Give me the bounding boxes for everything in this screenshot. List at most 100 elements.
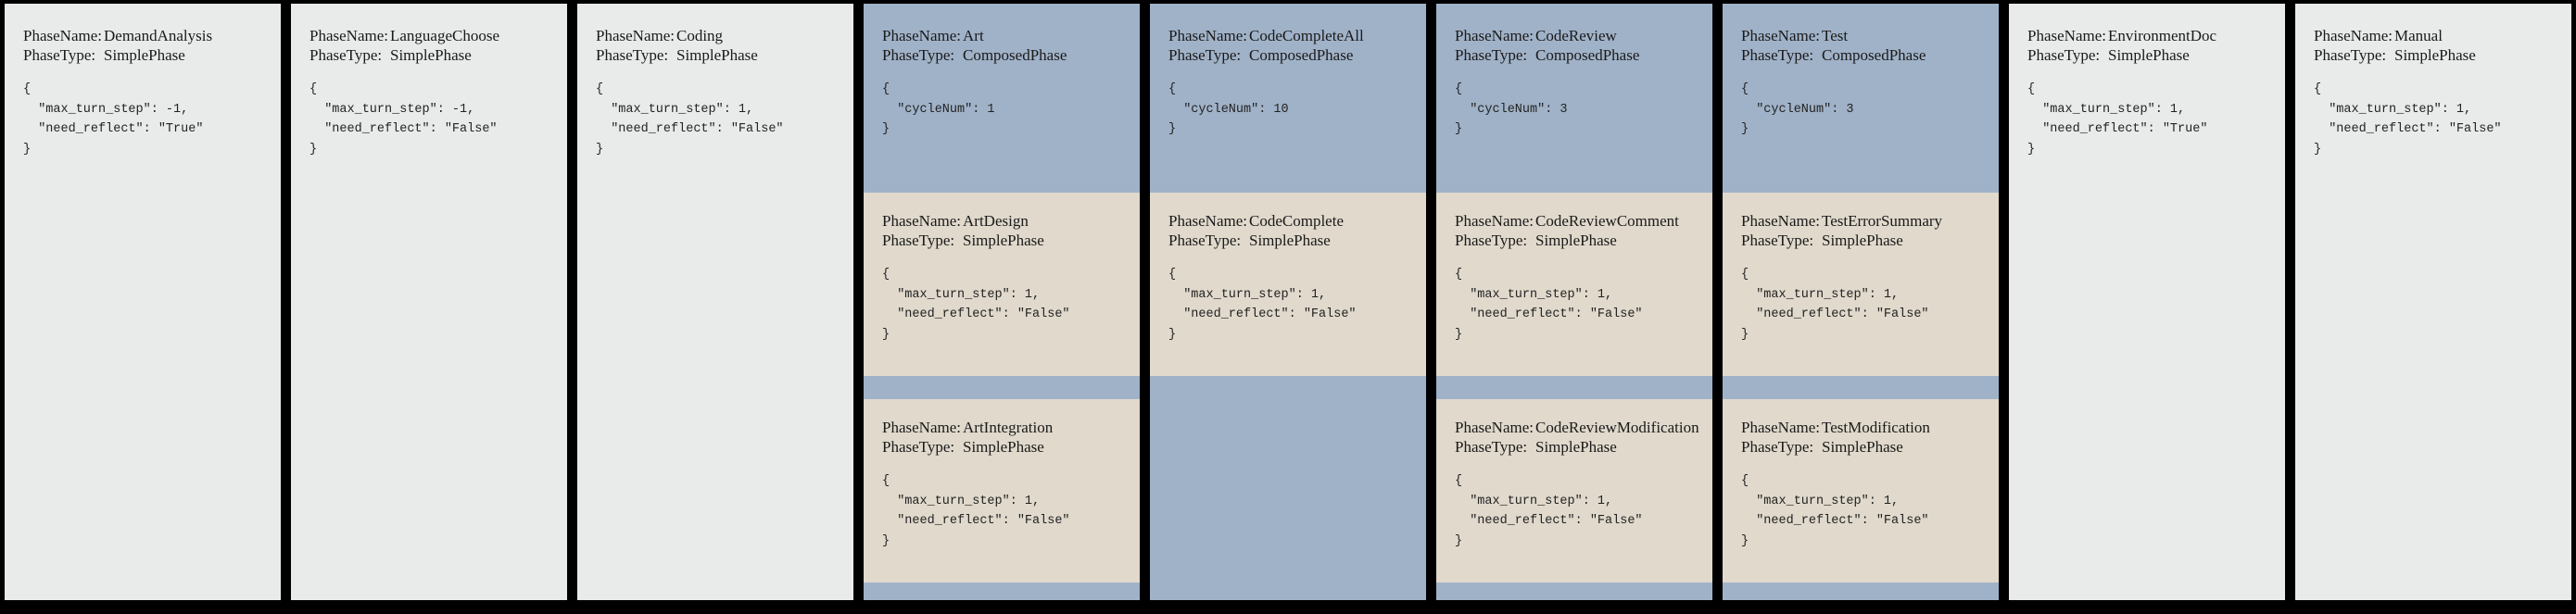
phase-column-coding: PhaseName:Coding PhaseType: SimplePhase {…: [577, 4, 853, 600]
phase-config: { "max_turn_step": 1, "need_reflect": "T…: [2027, 82, 2208, 157]
phase-name-label: PhaseName:: [1168, 27, 1247, 44]
phase-type-value: SimplePhase: [963, 438, 1044, 456]
phase-type-value: SimplePhase: [1535, 232, 1617, 249]
phase-card-coding: PhaseName:Coding PhaseType: SimplePhase {…: [577, 4, 853, 159]
phase-config: { "max_turn_step": 1, "need_reflect": "F…: [596, 82, 784, 157]
phase-name-value: Coding: [676, 27, 724, 44]
phase-type-value: SimplePhase: [2108, 46, 2190, 64]
phase-type-label: PhaseType:: [596, 46, 669, 64]
phase-name-label: PhaseName:: [1455, 212, 1534, 230]
phase-card-languagechoose: PhaseName:LanguageChoose PhaseType: Simpl…: [291, 4, 567, 159]
phase-config: { "max_turn_step": 1, "need_reflect": "F…: [1455, 268, 1643, 342]
phase-config: { "max_turn_step": 1, "need_reflect": "F…: [2314, 82, 2502, 157]
phase-name-label: PhaseName:: [596, 27, 675, 44]
phase-type-label: PhaseType:: [882, 46, 955, 64]
phase-card-codecompleteall: PhaseName:CodeCompleteAll PhaseType:Comp…: [1150, 4, 1426, 193]
phase-card-demandanalysis: PhaseName:DemandAnalysis PhaseType: Simpl…: [5, 4, 281, 159]
phase-name-value: CodeReviewComment: [1535, 212, 1679, 230]
phase-card-codereviewmodification: PhaseName:CodeReviewModification PhaseTy…: [1436, 399, 1712, 583]
phase-column-demandanalysis: PhaseName:DemandAnalysis PhaseType: Simpl…: [5, 4, 281, 600]
phase-name-value: Art: [963, 27, 984, 44]
phase-name-value: Manual: [2394, 27, 2443, 44]
phase-type-label: PhaseType:: [882, 438, 955, 456]
phase-column-codereview: PhaseName:CodeReview PhaseType:ComposedP…: [1436, 4, 1712, 600]
phase-name-label: PhaseName:: [1741, 27, 1820, 44]
phase-name-value: ArtDesign: [963, 212, 1029, 230]
phase-name-value: CodeComplete: [1249, 212, 1344, 230]
phase-type-value: SimplePhase: [1822, 438, 1903, 456]
phase-card-codereviewcomment: PhaseName:CodeReviewComment PhaseType: Si…: [1436, 193, 1712, 376]
phase-type-label: PhaseType:: [1455, 232, 1528, 249]
phase-card-testmodification: PhaseName:TestModification PhaseType: Sim…: [1723, 399, 1999, 583]
phase-config: { "max_turn_step": 1, "need_reflect": "F…: [1741, 268, 1929, 342]
phase-type-value: ComposedPhase: [963, 46, 1067, 64]
phase-type-label: PhaseType:: [1741, 438, 1814, 456]
phase-config: { "max_turn_step": 1, "need_reflect": "F…: [882, 474, 1070, 548]
phase-name-label: PhaseName:: [1741, 419, 1820, 436]
phase-name-label: PhaseName:: [882, 419, 961, 436]
phase-card-codecomplete: PhaseName:CodeComplete PhaseType: SimpleP…: [1150, 193, 1426, 376]
phase-type-value: SimplePhase: [390, 46, 472, 64]
phase-card-test: PhaseName:Test PhaseType: ComposedPhase {…: [1723, 4, 1999, 193]
phase-name-label: PhaseName:: [1455, 27, 1534, 44]
phase-name-value: TestModification: [1822, 419, 1930, 436]
phase-column-art: PhaseName:Art PhaseType:ComposedPhase { …: [864, 4, 1140, 600]
phase-type-value: ComposedPhase: [1822, 46, 1926, 64]
phase-type-label: PhaseType:: [23, 46, 96, 64]
phase-config: { "cycleNum": 1 }: [882, 82, 995, 136]
phase-type-label: PhaseType:: [1455, 46, 1528, 64]
phase-config: { "max_turn_step": 1, "need_reflect": "F…: [1741, 474, 1929, 548]
phase-config: { "max_turn_step": 1, "need_reflect": "F…: [1168, 268, 1357, 342]
phase-type-label: PhaseType:: [2314, 46, 2387, 64]
phase-type-value: SimplePhase: [963, 232, 1044, 249]
phase-config: { "cycleNum": 3 }: [1741, 82, 1854, 136]
phase-config: { "cycleNum": 10 }: [1168, 82, 1289, 136]
phase-name-value: Test: [1822, 27, 1849, 44]
phase-name-value: DemandAnalysis: [104, 27, 213, 44]
phase-type-value: SimplePhase: [104, 46, 185, 64]
phase-name-label: PhaseName:: [309, 27, 388, 44]
phase-name-label: PhaseName:: [882, 27, 961, 44]
phase-name-value: TestErrorSummary: [1822, 212, 1943, 230]
phase-column-test: PhaseName:Test PhaseType:ComposedPhase {…: [1723, 4, 1999, 600]
phase-type-value: SimplePhase: [676, 46, 758, 64]
phase-type-label: PhaseType:: [1168, 232, 1242, 249]
phase-name-label: PhaseName:: [23, 27, 102, 44]
phase-type-label: PhaseType:: [1741, 232, 1814, 249]
phase-name-label: PhaseName:: [1455, 419, 1534, 436]
phase-type-label: PhaseType:: [882, 232, 955, 249]
phase-name-value: CodeReviewModification: [1535, 419, 1699, 436]
phase-card-art: PhaseName:Art PhaseType: ComposedPhase { …: [864, 4, 1140, 193]
phase-name-value: CodeReview: [1535, 27, 1617, 44]
phase-column-manual: PhaseName:Manual PhaseType: SimplePhase {…: [2295, 4, 2571, 600]
phase-name-value: LanguageChoose: [390, 27, 500, 44]
phase-card-testerrorsummary: PhaseName:TestErrorSummary PhaseType:Sim…: [1723, 193, 1999, 376]
phase-name-value: ArtIntegration: [963, 419, 1054, 436]
phase-config: { "max_turn_step": 1, "need_reflect": "F…: [882, 268, 1070, 342]
phase-type-value: ComposedPhase: [1249, 46, 1354, 64]
phase-name-label: PhaseName:: [882, 212, 961, 230]
phase-column-environmentdoc: PhaseName:EnvironmentDoc PhaseType: Simpl…: [2009, 4, 2285, 600]
phase-type-label: PhaseType:: [309, 46, 383, 64]
phase-name-value: EnvironmentDoc: [2108, 27, 2217, 44]
phase-type-value: SimplePhase: [2394, 46, 2476, 64]
phase-name-label: PhaseName:: [2027, 27, 2106, 44]
phase-config: { "max_turn_step": -1, "need_reflect": "…: [309, 82, 498, 157]
phase-type-label: PhaseType:: [1168, 46, 1242, 64]
phase-card-codereview: PhaseName:CodeReview PhaseType: ComposedP…: [1436, 4, 1712, 193]
phase-type-value: SimplePhase: [1249, 232, 1331, 249]
phase-config: { "cycleNum": 3 }: [1455, 82, 1568, 136]
phase-type-value: SimplePhase: [1822, 232, 1903, 249]
phase-config: { "max_turn_step": -1, "need_reflect": "…: [23, 82, 204, 157]
phase-type-value: SimplePhase: [1535, 438, 1617, 456]
phase-config: { "max_turn_step": 1, "need_reflect": "F…: [1455, 474, 1643, 548]
phase-type-label: PhaseType:: [1455, 438, 1528, 456]
phase-type-label: PhaseType:: [1741, 46, 1814, 64]
phase-type-label: PhaseType:: [2027, 46, 2101, 64]
phase-type-value: ComposedPhase: [1535, 46, 1640, 64]
phase-name-label: PhaseName:: [1168, 212, 1247, 230]
phase-card-artdesign: PhaseName:ArtDesign PhaseType: SimplePhas…: [864, 193, 1140, 376]
phase-column-codecompleteall: PhaseName:CodeCompleteAll PhaseType:Comp…: [1150, 4, 1426, 600]
phase-name-label: PhaseName:: [2314, 27, 2393, 44]
